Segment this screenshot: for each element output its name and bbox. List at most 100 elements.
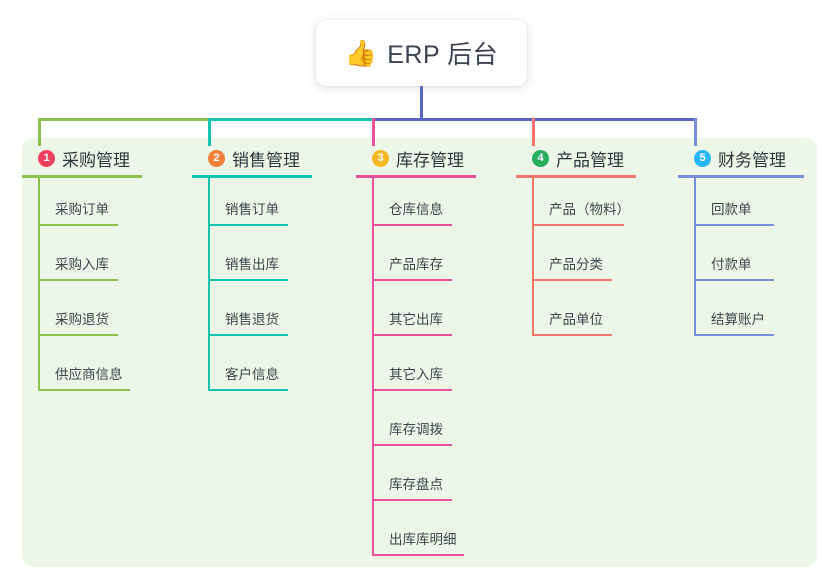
list-item[interactable]: 销售订单 [192, 178, 312, 233]
column-items-4: 产品（物料） 产品分类产品单位 [516, 178, 636, 343]
list-item[interactable]: 结算账户 [678, 288, 804, 343]
list-item[interactable]: 产品单位 [516, 288, 636, 343]
column-5: 5 财务管理回款单付款单结算账户 [678, 146, 804, 343]
column-spine-5 [694, 178, 696, 336]
list-item-label: 销售退货 [225, 312, 279, 327]
column-rule-5 [678, 175, 804, 178]
list-item-rule [372, 554, 464, 556]
drop-connector-2 [208, 118, 211, 146]
list-item[interactable]: 库存调拨 [356, 398, 476, 453]
list-item-label: 客户信息 [225, 367, 279, 382]
list-item-rule [208, 334, 288, 336]
list-item-rule [38, 389, 130, 391]
list-item[interactable]: 销售退货 [192, 288, 312, 343]
drop-connector-3 [372, 118, 375, 146]
list-item-label: 其它出库 [389, 312, 443, 327]
column-badge-5: 5 [694, 149, 711, 167]
list-item-rule [532, 224, 624, 226]
drop-connector-4 [532, 118, 535, 146]
column-badge-1: 1 [38, 149, 55, 167]
column-rule-3 [356, 175, 476, 178]
list-item[interactable]: 其它入库 [356, 343, 476, 398]
list-item[interactable]: 供应商信息 [22, 343, 142, 398]
column-items-5: 回款单付款单结算账户 [678, 178, 804, 343]
list-item-label: 付款单 [711, 257, 752, 272]
list-item-label: 出库库明细 [389, 532, 457, 547]
list-item[interactable]: 采购入库 [22, 233, 142, 288]
column-header-1[interactable]: 1 采购管理 [22, 146, 142, 170]
column-spine-3 [372, 178, 374, 556]
list-item[interactable]: 产品库存 [356, 233, 476, 288]
list-item-rule [372, 389, 452, 391]
list-item-label: 库存调拨 [389, 422, 443, 437]
list-item-rule [532, 334, 612, 336]
column-rule-2 [192, 175, 312, 178]
list-item-rule [694, 224, 774, 226]
column-spine-1 [38, 178, 40, 391]
list-item[interactable]: 出库库明细 [356, 508, 476, 563]
list-item[interactable]: 付款单 [678, 233, 804, 288]
list-item[interactable]: 采购退货 [22, 288, 142, 343]
list-item-rule [38, 224, 118, 226]
list-item-label: 采购退货 [55, 312, 109, 327]
list-item-label: 产品（物料） [549, 202, 630, 217]
column-title-3: 库存管理 [396, 150, 464, 170]
list-item-rule [208, 279, 288, 281]
list-item-rule [372, 224, 452, 226]
bus-segment-teal [208, 118, 372, 121]
list-item[interactable]: 产品分类 [516, 233, 636, 288]
list-item-label: 仓库信息 [389, 202, 443, 217]
column-title-5: 财务管理 [718, 150, 786, 170]
list-item-rule [694, 334, 774, 336]
list-item-rule [38, 334, 118, 336]
list-item-rule [372, 334, 452, 336]
column-1: 1 采购管理采购订单采购入库采购退货供应商信息 [22, 146, 142, 398]
column-rule-4 [516, 175, 636, 178]
list-item-label: 库存盘点 [389, 477, 443, 492]
column-spine-2 [208, 178, 210, 391]
column-rule-1 [22, 175, 142, 178]
list-item-label: 销售订单 [225, 202, 279, 217]
list-item-rule [38, 279, 118, 281]
list-item-label: 采购订单 [55, 202, 109, 217]
list-item[interactable]: 客户信息 [192, 343, 312, 398]
list-item[interactable]: 其它出库 [356, 288, 476, 343]
list-item-label: 采购入库 [55, 257, 109, 272]
list-item[interactable]: 回款单 [678, 178, 804, 233]
list-item[interactable]: 仓库信息 [356, 178, 476, 233]
column-spine-4 [532, 178, 534, 336]
root-node[interactable]: 👍 ERP 后台 [316, 20, 527, 86]
list-item-rule [208, 389, 288, 391]
list-item-rule [532, 279, 612, 281]
list-item-label: 产品单位 [549, 312, 603, 327]
thumbs-up-icon: 👍 [344, 38, 378, 68]
list-item-rule [208, 224, 288, 226]
list-item-label: 产品库存 [389, 257, 443, 272]
column-items-1: 采购订单采购入库采购退货供应商信息 [22, 178, 142, 398]
list-item[interactable]: 销售出库 [192, 233, 312, 288]
list-item-rule [372, 279, 452, 281]
bus-segment-green [38, 118, 208, 121]
drop-connector-1 [38, 118, 41, 146]
list-item-label: 供应商信息 [55, 367, 123, 382]
list-item[interactable]: 库存盘点 [356, 453, 476, 508]
list-item[interactable]: 产品（物料） [516, 178, 636, 233]
list-item[interactable]: 采购订单 [22, 178, 142, 233]
column-title-4: 产品管理 [556, 150, 624, 170]
column-items-2: 销售订单销售出库销售退货客户信息 [192, 178, 312, 398]
list-item-label: 回款单 [711, 202, 752, 217]
column-title-1: 采购管理 [62, 150, 130, 170]
column-title-2: 销售管理 [232, 150, 300, 170]
diagram-panel [22, 138, 817, 567]
list-item-label: 产品分类 [549, 257, 603, 272]
list-item-label: 结算账户 [711, 312, 765, 327]
column-header-5[interactable]: 5 财务管理 [678, 146, 804, 170]
drop-connector-5 [694, 118, 697, 146]
